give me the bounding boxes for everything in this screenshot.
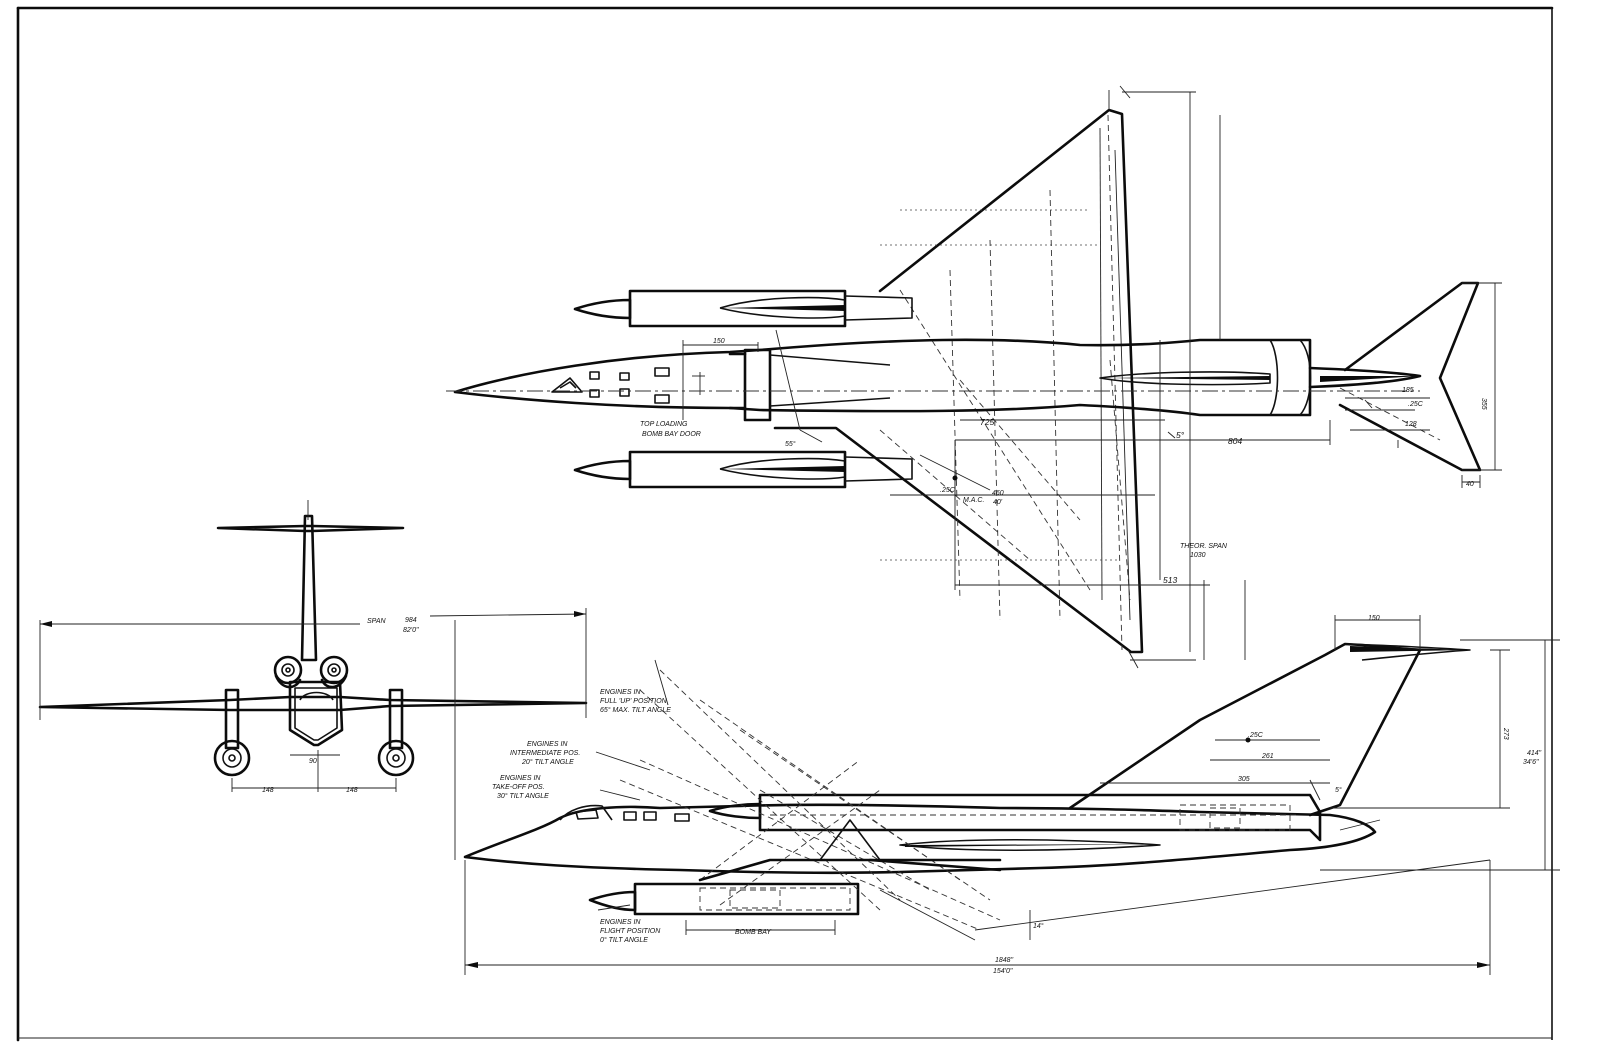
plan-cockpit-window: [551, 377, 583, 393]
plan-label-top-loading-2: BOMB BAY DOOR: [642, 431, 701, 438]
plan-dim-128: 128: [1405, 421, 1417, 428]
side-dim-261: 261: [1261, 753, 1274, 760]
side-length-2: 154'0": [993, 968, 1013, 975]
side-label-engines-full-2: FULL 'UP' POSITION: [600, 698, 668, 705]
plan-mac-val1: 460: [992, 490, 1004, 497]
plan-mac-label: M.A.C.: [963, 497, 984, 504]
side-window: [643, 811, 657, 821]
front-span-val2: 82'0": [403, 627, 419, 634]
side-label-engines-fl-3: 0° TILT ANGLE: [600, 936, 648, 944]
plan-wing-outline: [773, 108, 1144, 654]
side-label-bomb-bay: BOMB BAY: [735, 929, 772, 936]
front-span-label: SPAN: [367, 618, 386, 625]
side-label-engines-int-1: ENGINES IN: [527, 741, 568, 748]
front-horizontal-tail: [216, 524, 405, 533]
side-label-engines-to-2: TAKE-OFF POS.: [492, 784, 545, 791]
plan-dim-355: 355: [1480, 398, 1487, 410]
side-dim-414-2: 34'6": [1523, 759, 1539, 766]
front-dim-148-right: 148: [346, 787, 358, 794]
plan-dim-5deg: 5°: [1176, 430, 1185, 440]
plan-dim-55deg: 55°: [785, 440, 796, 448]
plan-dim-25c-wing: .25C: [940, 487, 956, 494]
side-length-1: 1848": [995, 957, 1014, 964]
plan-mac-val2: 40': [993, 499, 1003, 506]
plan-theor-span-1: THEOR. SPAN: [1180, 543, 1228, 550]
plan-dim-513: 513: [1163, 575, 1177, 585]
side-dim-150: 150: [1368, 615, 1380, 622]
side-label-engines-full-1: ENGINES IN: [600, 689, 641, 696]
front-dim-90: 90: [309, 758, 317, 765]
plan-engine-upper: [573, 289, 913, 328]
side-label-engines-full-3: 65° MAX. TILT ANGLE: [600, 706, 671, 714]
front-fuselage: [288, 680, 344, 747]
side-label-engines-int-2: INTERMEDIATE POS.: [510, 750, 580, 757]
front-vertical-fin: [300, 514, 318, 662]
side-view: ENGINES IN FULL 'UP' POSITION 65° MAX. T…: [454, 615, 1560, 975]
plan-theor-span-2: 1030: [1190, 552, 1206, 559]
plan-dim-150: 150: [713, 338, 725, 345]
side-engine-flight-position: [588, 882, 860, 916]
side-dim-273: 273: [1502, 727, 1509, 740]
side-canopy: [559, 804, 613, 821]
plan-dim-725: 725: [980, 417, 994, 427]
front-view: SPAN 984 82'0" 90 148 148: [38, 500, 588, 794]
plan-engine-lower: [573, 450, 913, 489]
side-dim-14deg: 14°: [1033, 922, 1044, 930]
plan-tail: [1308, 281, 1502, 488]
side-window: [623, 811, 637, 821]
front-wing: [38, 695, 588, 712]
plan-view: TOP LOADING BOMB BAY DOOR 150 725 804 18…: [446, 85, 1502, 669]
side-dim-305: 305: [1238, 776, 1250, 783]
side-label-engines-int-3: 20° TILT ANGLE: [521, 758, 574, 766]
side-label-engines-to-3: 30° TILT ANGLE: [497, 792, 549, 800]
side-fuselage: [463, 803, 1377, 875]
side-label-engines-to-1: ENGINES IN: [500, 775, 541, 782]
sheet-frame: [16, 6, 1554, 1042]
plan-dim-804: 804: [1228, 436, 1242, 446]
side-dim-414-1: 414": [1527, 750, 1542, 757]
front-span-val1: 984: [405, 617, 417, 624]
side-label-engines-fl-2: FLIGHT POSITION: [600, 928, 661, 935]
plan-dim-40: 40: [1466, 481, 1474, 488]
side-dim-5deg: 5°: [1335, 786, 1342, 794]
plan-dim-185: 185: [1402, 387, 1414, 394]
side-label-engines-fl-1: ENGINES IN: [600, 919, 641, 926]
side-vertical-fin: [1068, 642, 1422, 817]
front-dim-148-left: 148: [262, 787, 274, 794]
side-dim-25c: .25C: [1248, 732, 1264, 739]
plan-dim-25c-tail: .25C: [1408, 401, 1424, 408]
side-window: [674, 813, 690, 822]
plan-label-top-loading-1: TOP LOADING: [640, 421, 688, 428]
